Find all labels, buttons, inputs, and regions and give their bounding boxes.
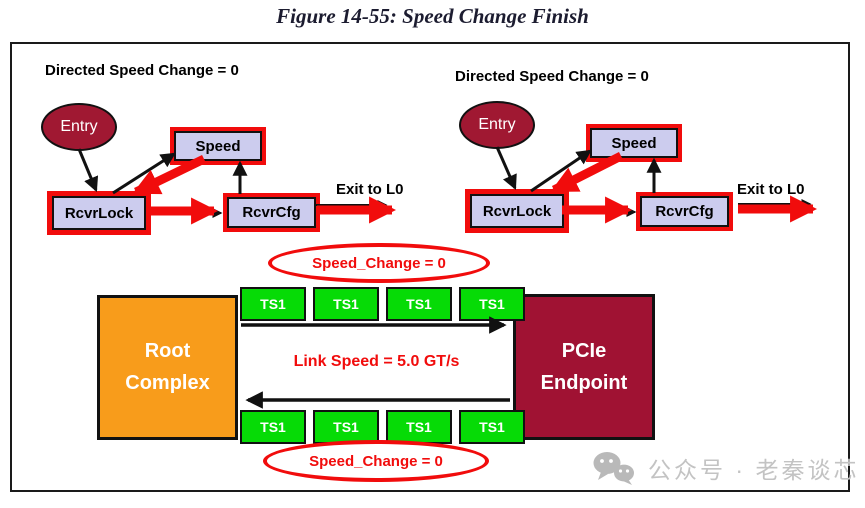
entry-state-right: Entry xyxy=(459,101,535,149)
rcvrcfg-state-left: RcvrCfg xyxy=(227,197,316,228)
ts1-box: TS1 xyxy=(386,287,452,321)
ts1-box: TS1 xyxy=(313,410,379,444)
pcie-endpoint-label-line2: Endpoint xyxy=(540,371,628,394)
watermark: 公众号 · 老秦谈芯 xyxy=(592,450,859,486)
directed-speed-change-label-right: Directed Speed Change = 0 xyxy=(455,68,649,85)
watermark-text: 公众号 · 老秦谈芯 xyxy=(648,457,860,483)
wechat-icon xyxy=(593,452,634,485)
speed-state-right: Speed xyxy=(590,128,678,158)
ts1-row-top: TS1 TS1 TS1 TS1 xyxy=(240,287,525,321)
rcvrlock-state-left: RcvrLock xyxy=(52,196,146,230)
speed-change-oval-top: Speed_Change = 0 xyxy=(268,243,490,283)
speed-change-oval-bottom: Speed_Change = 0 xyxy=(263,440,489,482)
rcvrcfg-state-right: RcvrCfg xyxy=(640,196,729,227)
pcie-endpoint-label-line1: PCIe xyxy=(561,339,607,362)
root-complex-box: Root Complex xyxy=(97,295,238,440)
ts1-box: TS1 xyxy=(459,410,525,444)
ts1-box: TS1 xyxy=(240,410,306,444)
ts1-box: TS1 xyxy=(240,287,306,321)
rcvrlock-state-right: RcvrLock xyxy=(470,194,564,228)
ts1-box: TS1 xyxy=(313,287,379,321)
directed-speed-change-label-left: Directed Speed Change = 0 xyxy=(45,62,239,79)
speed-state-left: Speed xyxy=(174,131,262,161)
root-complex-label-line2: Complex xyxy=(125,372,210,394)
figure-title: Figure 14-55: Speed Change Finish xyxy=(276,4,589,28)
ts1-box: TS1 xyxy=(459,287,525,321)
ts1-row-bottom: TS1 TS1 TS1 TS1 xyxy=(240,410,525,444)
root-complex-label-line1: Root xyxy=(144,340,191,362)
pcie-endpoint-box: PCIe Endpoint xyxy=(513,294,655,440)
exit-to-l0-label-left: Exit to L0 xyxy=(336,181,404,198)
ts1-box: TS1 xyxy=(386,410,452,444)
entry-state-left: Entry xyxy=(41,103,117,151)
exit-to-l0-label-right: Exit to L0 xyxy=(737,181,805,198)
link-speed-label: Link Speed = 5.0 GT/s xyxy=(293,353,460,370)
